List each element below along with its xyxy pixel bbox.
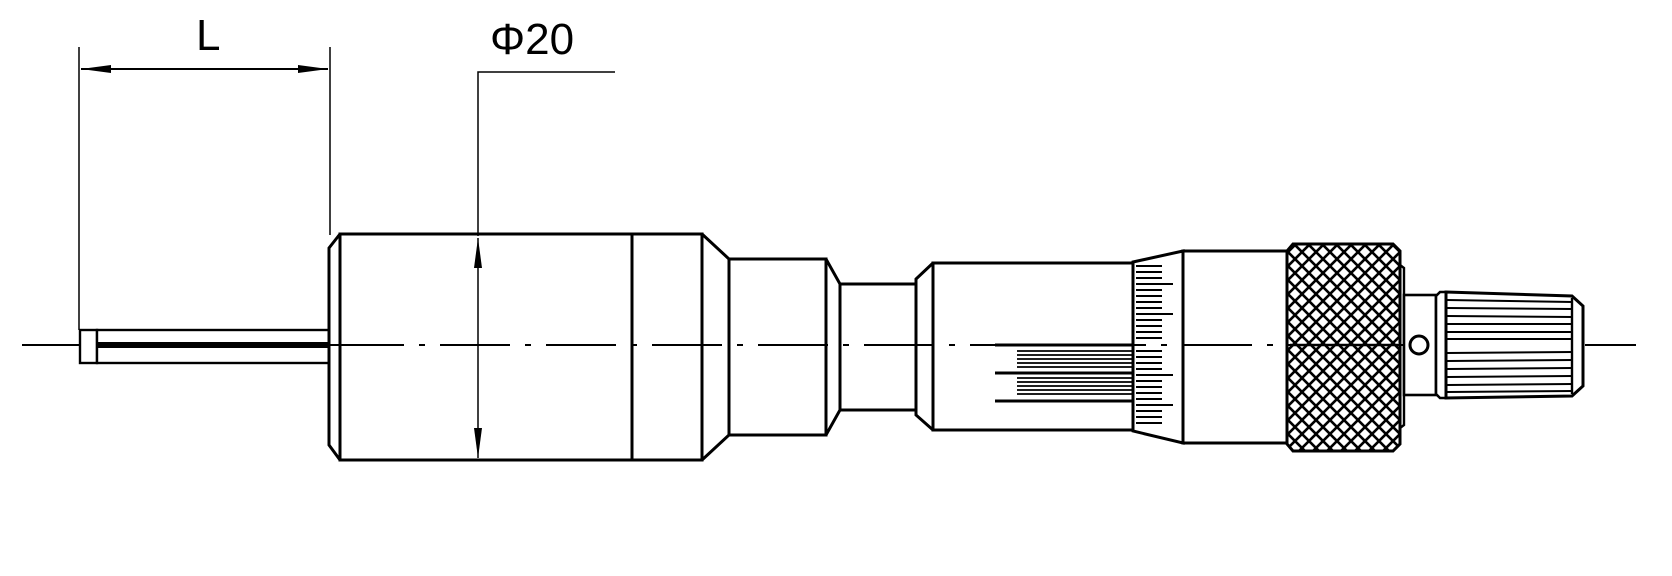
body-collar [630, 232, 731, 462]
neck-1 [727, 257, 842, 437]
ratchet-knob-fluted [1434, 290, 1585, 400]
main-body-sleeve [327, 232, 634, 462]
knurled-lock-ring [1285, 242, 1406, 453]
length-dimension [78, 47, 331, 330]
spindle [95, 328, 331, 365]
diameter-dimension-label: Φ20 [490, 15, 575, 64]
thimble [1181, 249, 1289, 445]
neck-2 [838, 261, 935, 432]
spindle-tip [78, 328, 99, 365]
thimble-taper-with-graduations [1131, 249, 1185, 445]
ratchet-neck-with-pin [1402, 293, 1438, 397]
length-dimension-label: L [196, 11, 221, 60]
diameter-dimension [474, 71, 615, 458]
barrel-sleeve-with-scale [931, 261, 1135, 432]
